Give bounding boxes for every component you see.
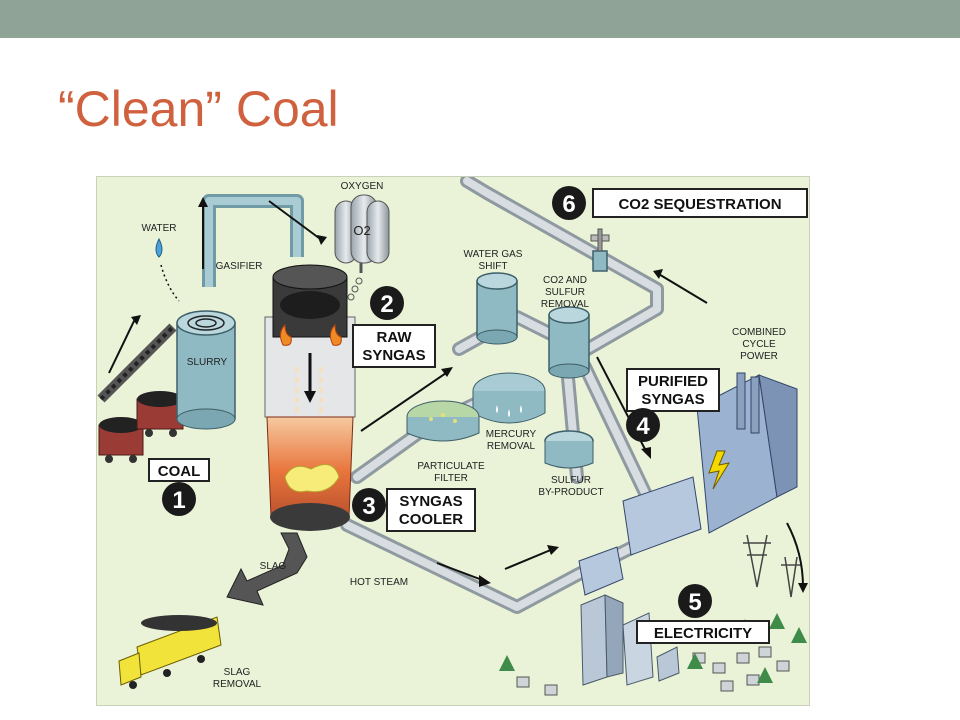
label-slag-removal-line2: REMOVAL — [213, 679, 262, 690]
gasifier-vessel — [264, 264, 356, 531]
label-combined-line3: POWER — [740, 351, 778, 362]
flame-icon — [279, 323, 342, 346]
step-6-number: 6 — [562, 191, 575, 218]
step-2-raw-syngas: 2 RAW SYNGAS — [352, 286, 436, 368]
co2-sulfur-removal-tank — [548, 306, 590, 379]
flow-arrows — [108, 197, 808, 593]
step-4-label-line1: PURIFIED — [638, 373, 708, 390]
oxygen-tanks — [334, 194, 390, 301]
step-4-label-line2: SYNGAS — [641, 391, 704, 408]
label-slag: SLAG — [260, 561, 287, 572]
step-3-number: 3 — [362, 493, 375, 520]
slag-arrow — [226, 532, 308, 606]
step-5-label: ELECTRICITY — [654, 625, 752, 642]
label-water-gas-shift-line2: SHIFT — [479, 261, 508, 272]
label-co2-sulfur-line1: CO2 AND — [543, 275, 587, 286]
coal-rail-cars — [98, 391, 184, 463]
lightning-icon — [708, 450, 731, 490]
step-1-coal: COAL 1 — [148, 458, 210, 516]
diagram-svg: OXYGEN O2 WATER GASIFIER SLURRY WATER GA… — [97, 177, 808, 696]
step-3-label-line2: COOLER — [399, 511, 463, 528]
slag-removal-truck — [118, 615, 222, 689]
clean-coal-diagram: OXYGEN O2 WATER GASIFIER SLURRY WATER GA… — [96, 176, 810, 706]
label-slag-removal-line1: SLAG — [224, 667, 251, 678]
step-2-label-line1: RAW — [377, 329, 413, 346]
label-particulate-line1: PARTICULATE — [417, 461, 485, 472]
label-mercury-line1: MERCURY — [486, 429, 537, 440]
label-sulfur-byproduct-line1: SULFUR — [551, 475, 591, 486]
label-water: WATER — [142, 223, 177, 234]
pipe-network — [340, 177, 664, 614]
water-gas-shift-tank — [476, 272, 518, 345]
label-gasifier: GASIFIER — [216, 261, 263, 272]
label-slurry: SLURRY — [187, 357, 228, 368]
step-3-label-line1: SYNGAS — [399, 493, 462, 510]
step-5-electricity: 5 ELECTRICITY — [636, 584, 770, 644]
step-2-label-line2: SYNGAS — [362, 347, 425, 364]
label-mercury-line2: REMOVAL — [487, 441, 536, 452]
slurry-tank — [176, 310, 236, 430]
step-4-number: 4 — [636, 413, 650, 440]
particulate-filter-basin — [406, 400, 480, 442]
slide-title: “Clean” Coal — [58, 81, 339, 137]
step-3-syngas-cooler: 3 SYNGAS COOLER — [352, 488, 476, 532]
label-particulate-line2: FILTER — [434, 473, 468, 484]
power-plant — [578, 372, 798, 596]
step-4-purified-syngas: PURIFIED SYNGAS 4 — [626, 368, 720, 442]
step-6-label: CO2 SEQUESTRATION — [618, 196, 781, 213]
step-2-number: 2 — [380, 291, 393, 318]
coal-conveyor — [97, 323, 177, 403]
label-combined-line2: CYCLE — [742, 339, 776, 350]
label-hot-steam: HOT STEAM — [350, 577, 408, 588]
label-o2: O2 — [353, 223, 370, 238]
houses — [516, 646, 790, 696]
transmission-tower — [743, 534, 801, 598]
top-accent-bar — [0, 0, 960, 38]
label-sulfur-byproduct-line2: BY-PRODUCT — [538, 487, 603, 498]
label-oxygen: OXYGEN — [341, 181, 384, 192]
gasifier-pipe — [202, 194, 304, 287]
co2-valve — [590, 228, 610, 272]
sulfur-byproduct-tank — [544, 430, 594, 469]
step-5-number: 5 — [688, 589, 701, 616]
step-1-label: COAL — [158, 463, 201, 480]
label-co2-sulfur-line2: SULFUR — [545, 287, 585, 298]
water-drop-icon — [155, 237, 180, 302]
mercury-removal-basin — [472, 372, 546, 424]
label-combined-line1: COMBINED — [732, 327, 786, 338]
step-1-number: 1 — [172, 487, 185, 514]
label-co2-sulfur-line3: REMOVAL — [541, 299, 590, 310]
step-6-co2-sequestration: 6 CO2 SEQUESTRATION — [552, 186, 808, 220]
label-water-gas-shift-line1: WATER GAS — [464, 249, 523, 260]
